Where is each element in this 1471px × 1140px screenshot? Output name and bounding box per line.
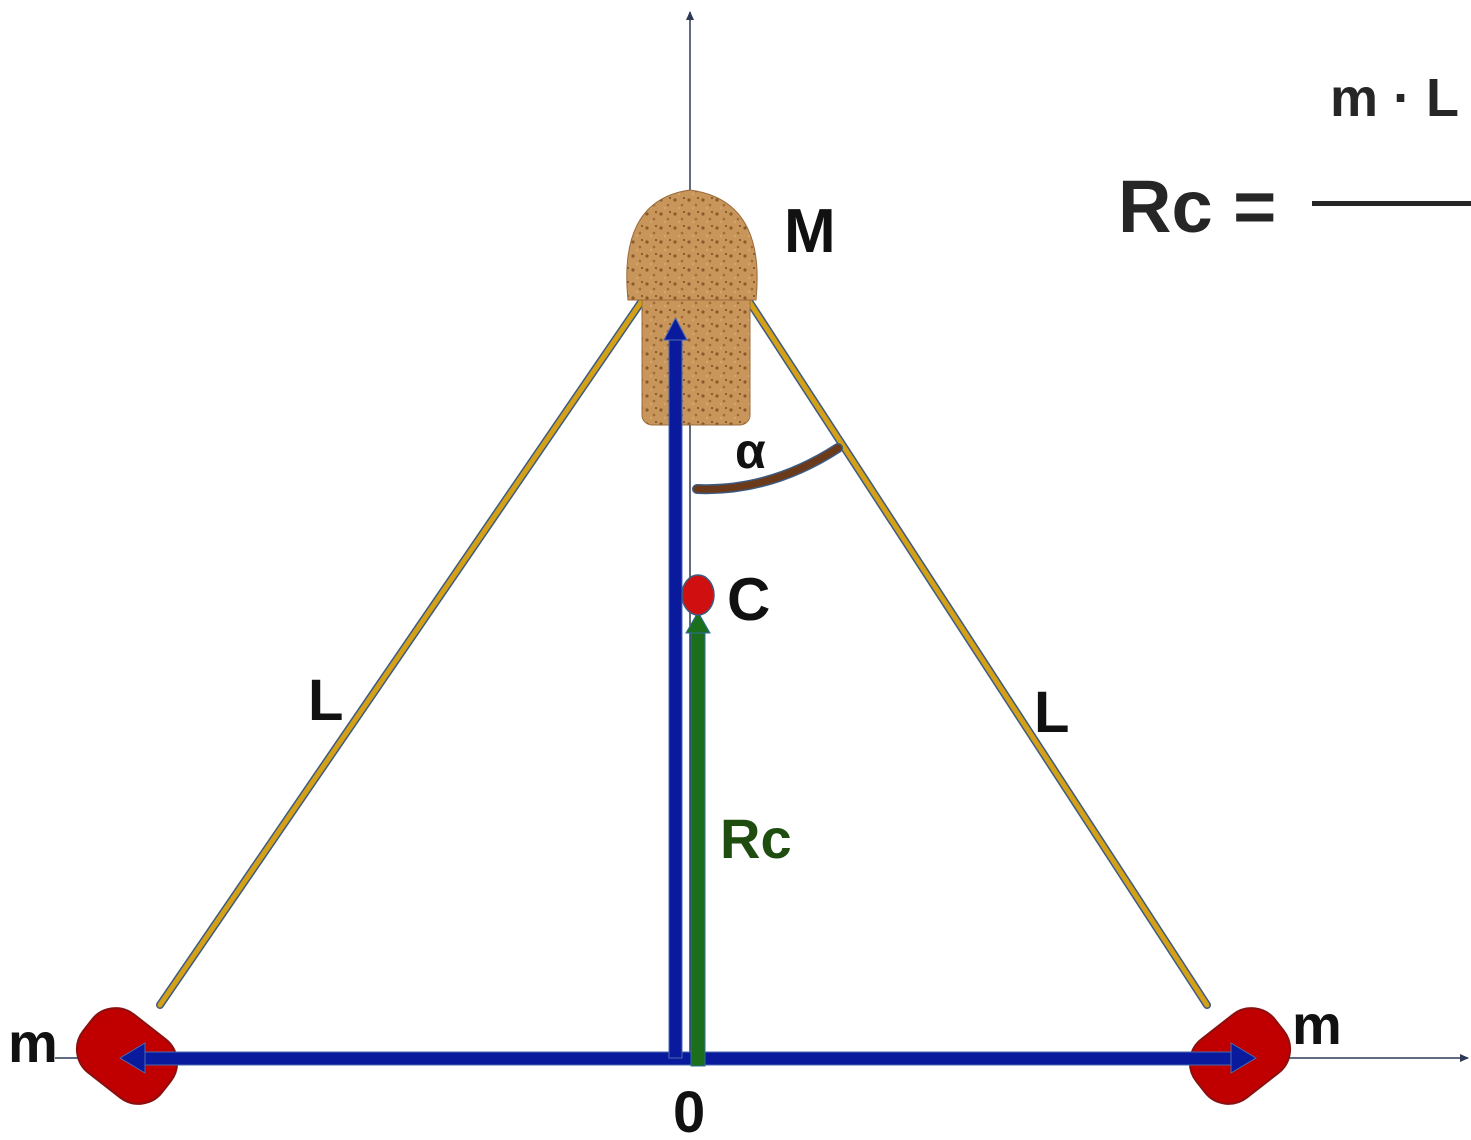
vertical-blue-vector bbox=[663, 316, 688, 1059]
formula-lhs: Rc = bbox=[1118, 165, 1276, 248]
formula-fraction-bar bbox=[1312, 201, 1471, 206]
label-mass-right: m bbox=[1292, 993, 1342, 1056]
label-angle: α bbox=[735, 423, 766, 479]
rc-vector bbox=[685, 610, 711, 1067]
left-rod-fill bbox=[157, 289, 651, 1008]
label-radius: Rc bbox=[720, 807, 792, 870]
label-center-point: C bbox=[727, 566, 770, 633]
label-origin: 0 bbox=[673, 1080, 705, 1140]
label-mass-left: m bbox=[8, 1011, 58, 1074]
formula-numerator: m · L bbox=[1330, 68, 1459, 128]
horizontal-vector bbox=[119, 1042, 1257, 1074]
right-rod-fill bbox=[740, 289, 1210, 1008]
center-point-marker bbox=[681, 574, 715, 616]
label-top-mass: M bbox=[784, 197, 836, 266]
cork-icon bbox=[626, 189, 758, 426]
label-side-right: L bbox=[1034, 680, 1069, 745]
angle-arc-fill bbox=[693, 444, 842, 493]
label-side-left: L bbox=[308, 668, 343, 733]
